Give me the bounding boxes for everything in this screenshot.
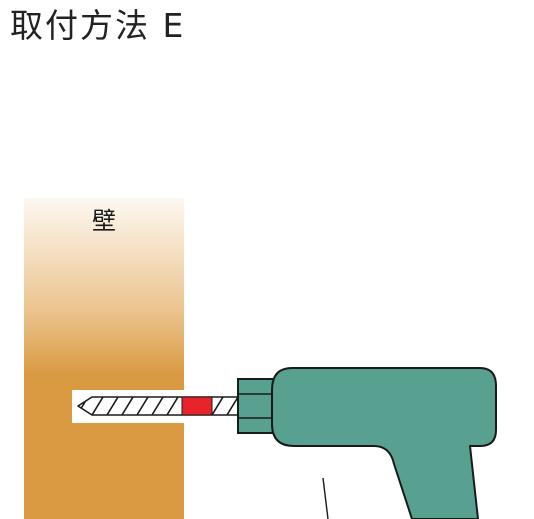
drill-bit bbox=[77, 396, 241, 416]
depth-marker-tape bbox=[181, 396, 213, 416]
wall bbox=[24, 198, 184, 519]
page-title: 取付方法 E bbox=[10, 6, 186, 45]
drill-body bbox=[271, 367, 497, 519]
drill-chuck bbox=[237, 378, 277, 434]
drill-cord-line bbox=[322, 477, 329, 519]
wall-label: 壁 bbox=[92, 207, 116, 235]
